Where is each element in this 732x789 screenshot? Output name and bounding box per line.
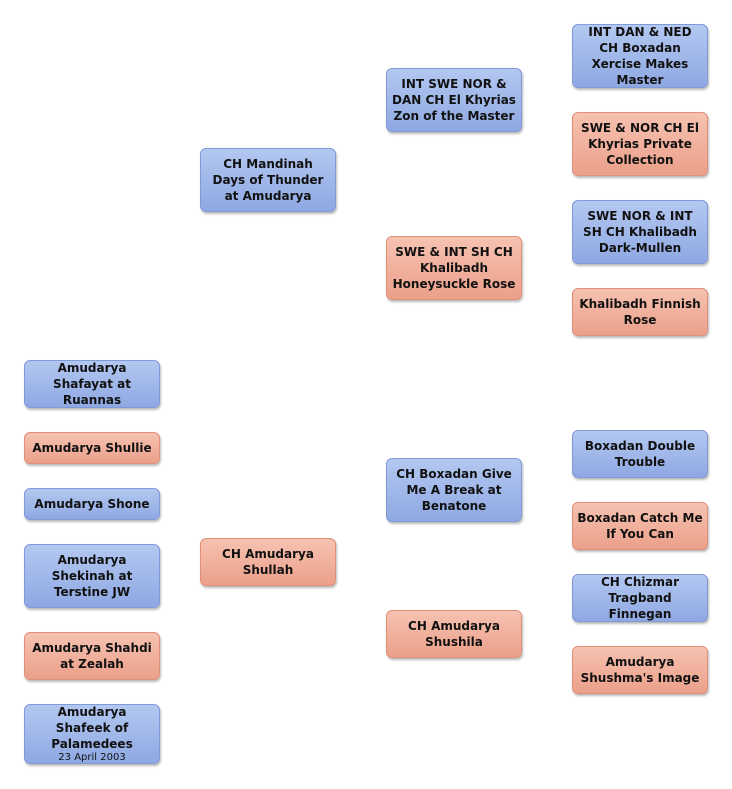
dd-sire-box: CH Chizmar Tragband Finnegan	[572, 574, 708, 622]
pup-box: Amudarya Shone	[24, 488, 160, 520]
ss-dam-name: SWE & NOR CH El Khyrias Private Collecti…	[581, 121, 699, 167]
sire-name: CH Mandinah Days of Thunder at Amudarya	[212, 157, 324, 203]
ss-dam-box: SWE & NOR CH El Khyrias Private Collecti…	[572, 112, 708, 176]
ds-sire-box: Boxadan Double Trouble	[572, 430, 708, 478]
sire-sire-box: INT SWE NOR & DAN CH El Khyrias Zon of t…	[386, 68, 522, 132]
pup-name: Amudarya Shekinah at Terstine JW	[51, 553, 133, 599]
ss-sire-name: INT DAN & NED CH Boxadan Xercise Makes M…	[588, 25, 692, 87]
sire-sire-name: INT SWE NOR & DAN CH El Khyrias Zon of t…	[392, 77, 516, 123]
dam-dam-box: CH Amudarya Shushila	[386, 610, 522, 658]
pup-box: Amudarya Shekinah at Terstine JW	[24, 544, 160, 608]
dd-sire-name: CH Chizmar Tragband Finnegan	[601, 575, 679, 621]
birth-date: 23 April 2003	[58, 752, 126, 763]
dam-sire-box: CH Boxadan Give Me A Break at Benatone	[386, 458, 522, 522]
ds-sire-name: Boxadan Double Trouble	[584, 439, 696, 469]
pup-name: Amudarya Shafayat at Ruannas	[53, 361, 131, 407]
pup-name: Amudarya Shullie	[32, 441, 152, 455]
pup-box: Amudarya Shullie	[24, 432, 160, 464]
ds-dam-name: Boxadan Catch Me If You Can	[577, 511, 703, 541]
dam-dam-name: CH Amudarya Shushila	[408, 619, 500, 649]
dam-sire-name: CH Boxadan Give Me A Break at Benatone	[396, 467, 512, 513]
sd-dam-box: Khalibadh Finnish Rose	[572, 288, 708, 336]
ss-sire-box: INT DAN & NED CH Boxadan Xercise Makes M…	[572, 24, 708, 88]
sd-sire-box: SWE NOR & INT SH CH Khalibadh Dark-Mulle…	[572, 200, 708, 264]
dd-dam-box: Amudarya Shushma's Image	[572, 646, 708, 694]
sire-dam-name: SWE & INT SH CH Khalibadh Honeysuckle Ro…	[392, 245, 516, 291]
dd-dam-name: Amudarya Shushma's Image	[580, 655, 700, 685]
sd-dam-name: Khalibadh Finnish Rose	[579, 297, 701, 327]
dam-name: CH Amudarya Shullah	[222, 547, 314, 577]
pup-box: Amudarya Shafayat at Ruannas	[24, 360, 160, 408]
pup-name: Amudarya Shafeek of Palamedees	[51, 705, 133, 751]
dam-box: CH Amudarya Shullah	[200, 538, 336, 586]
pup-box: Amudarya Shafeek of Palamedees 23 April …	[24, 704, 160, 764]
pup-box: Amudarya Shahdi at Zealah	[24, 632, 160, 680]
ds-dam-box: Boxadan Catch Me If You Can	[572, 502, 708, 550]
pup-name: Amudarya Shone	[34, 497, 150, 511]
sire-box: CH Mandinah Days of Thunder at Amudarya	[200, 148, 336, 212]
sd-sire-name: SWE NOR & INT SH CH Khalibadh Dark-Mulle…	[583, 209, 697, 255]
sire-dam-box: SWE & INT SH CH Khalibadh Honeysuckle Ro…	[386, 236, 522, 300]
pup-name: Amudarya Shahdi at Zealah	[32, 641, 152, 671]
